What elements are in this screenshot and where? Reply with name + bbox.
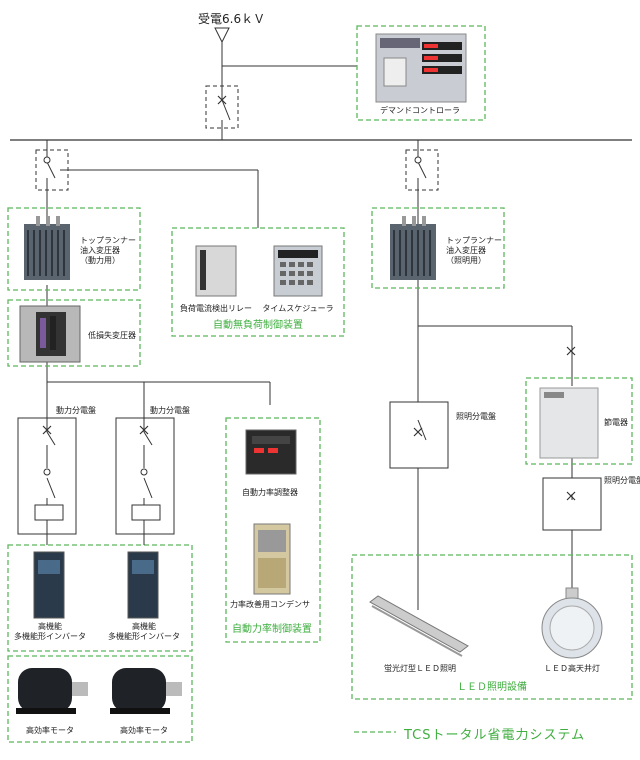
inverter-1-icon xyxy=(33,551,65,619)
saver-group xyxy=(525,377,633,465)
demand-controller-label: デマンドコントローラ xyxy=(380,106,460,115)
auto-noload-group xyxy=(171,227,345,337)
power-saver-icon xyxy=(539,387,599,459)
light-transformer-icon xyxy=(390,216,436,280)
low-loss-group xyxy=(7,299,141,367)
inverter-group xyxy=(7,544,193,652)
auto-pf-group xyxy=(225,417,321,643)
incoming-antenna-icon xyxy=(214,27,230,44)
demand-group xyxy=(356,25,486,121)
time-scheduler-label: タイムスケジューラ xyxy=(262,304,334,313)
led-high-bay-icon xyxy=(541,587,603,659)
demand-controller-icon xyxy=(375,33,467,103)
led-equipment-label: ＬＥＤ照明設備 xyxy=(457,682,527,693)
led-high-bay-label: ＬＥＤ高天井灯 xyxy=(544,664,600,673)
low-loss-transformer-icon xyxy=(19,305,81,363)
trafo-power-group xyxy=(7,207,141,291)
light-panel-label: 照明分電盤 xyxy=(456,412,496,421)
auto-pf-label: 自動力率制御装置 xyxy=(232,624,312,635)
load-current-relay-icon xyxy=(195,245,237,297)
trafo-power-label: トップランナー 油入変圧器 （動力用） xyxy=(80,236,136,265)
motor-1-label: 高効率モータ xyxy=(26,726,74,735)
motor-1-icon xyxy=(16,668,88,714)
light-panel-2-label: 照明分電盤 xyxy=(604,476,640,485)
led-tube-light-icon xyxy=(369,595,469,657)
pf-regulator-label: 自動力率調整器 xyxy=(242,488,298,497)
load-relay-label: 負荷電流検出リレー xyxy=(180,304,252,313)
incoming-voltage-label: 受電6.6ｋＶ xyxy=(198,12,266,26)
inverter-1-label: 高機能 多機能形インバータ xyxy=(14,622,86,641)
led-group xyxy=(351,554,633,700)
light-panel-2-icon xyxy=(542,477,602,531)
power-panel-2-label: 動力分電盤 xyxy=(150,406,190,415)
motor-group xyxy=(7,655,193,743)
power-transformer-icon xyxy=(24,216,70,280)
auto-pf-regulator-icon xyxy=(245,429,297,475)
power-panel-2-icon xyxy=(115,417,175,535)
low-loss-label: 低損失変圧器 xyxy=(88,331,136,340)
legend-label: TCSトータル省電力システム xyxy=(404,728,586,743)
capacitor-label: 力率改善用コンデンサ xyxy=(230,600,310,609)
auto-noload-label: 自動無負荷制御装置 xyxy=(213,320,303,331)
time-scheduler-icon xyxy=(273,245,323,297)
inverter-2-label: 高機能 多機能形インバータ xyxy=(108,622,180,641)
power-panel-1-icon xyxy=(17,417,77,535)
trafo-light-label: トップランナー 油入変圧器 （照明用） xyxy=(446,236,502,265)
trafo-light-group xyxy=(371,207,505,289)
led-tube-label: 蛍光灯型ＬＥＤ照明 xyxy=(384,664,456,673)
power-panel-1-label: 動力分電盤 xyxy=(56,406,96,415)
saver-label: 節電器 xyxy=(604,418,628,427)
capacitor-icon xyxy=(253,523,291,595)
motor-2-icon xyxy=(110,668,182,714)
motor-2-label: 高効率モータ xyxy=(120,726,168,735)
light-panel-icon xyxy=(389,401,449,469)
inverter-2-icon xyxy=(127,551,159,619)
